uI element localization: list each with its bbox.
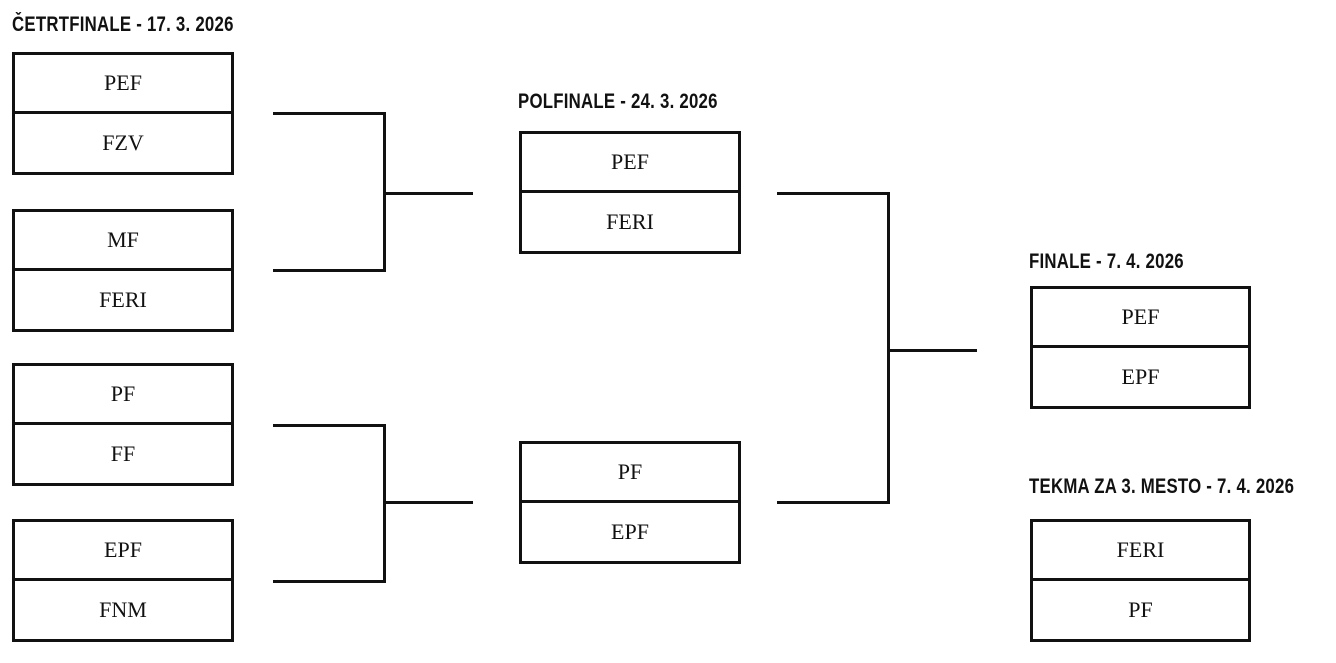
match-slot-bottom[interactable]: PF xyxy=(1128,596,1153,622)
match-slot-bottom[interactable]: EPF xyxy=(1121,363,1160,389)
match-final[interactable]: PEF EPF xyxy=(1030,286,1251,409)
match-slot-top[interactable]: PEF xyxy=(522,134,738,193)
connector-qf4-horizontal xyxy=(273,580,386,583)
connector-qf-upper-output xyxy=(383,192,473,195)
match-slot-top[interactable]: PEF xyxy=(1033,289,1248,348)
connector-qf1-horizontal xyxy=(273,112,386,115)
match-slot-top[interactable]: PF xyxy=(522,444,738,503)
connector-qf3-horizontal xyxy=(273,424,386,427)
match-third-place[interactable]: FERI PF xyxy=(1030,519,1251,642)
match-slot-bottom[interactable]: EPF xyxy=(611,518,649,544)
match-slot-top[interactable]: MF xyxy=(15,212,231,271)
connector-final-output xyxy=(887,349,977,352)
connector-sf1-horizontal xyxy=(777,192,890,195)
match-quarterfinal-2[interactable]: MF FERI xyxy=(12,209,234,332)
match-slot-bottom[interactable]: FF xyxy=(110,440,136,466)
round-title-final: FINALE - 7. 4. 2026 xyxy=(1029,250,1184,273)
match-slot-bottom[interactable]: FERI xyxy=(606,208,654,234)
round-title-semifinals: POLFINALE - 24. 3. 2026 xyxy=(518,90,718,113)
connector-qf2-horizontal xyxy=(273,269,386,272)
round-title-third-place: TEKMA ZA 3. MESTO - 7. 4. 2026 xyxy=(1029,475,1295,498)
match-slot-top[interactable]: PF xyxy=(15,366,231,425)
match-slot-bottom[interactable]: FERI xyxy=(99,286,147,312)
match-slot-top[interactable]: PEF xyxy=(15,55,231,114)
match-quarterfinal-4[interactable]: EPF FNM xyxy=(12,519,234,642)
match-slot-bottom[interactable]: FZV xyxy=(102,129,144,155)
match-semifinal-1[interactable]: PEF FERI xyxy=(519,131,741,254)
connector-qf-lower-output xyxy=(383,501,473,504)
match-semifinal-2[interactable]: PF EPF xyxy=(519,441,741,564)
round-title-quarterfinals: ČETRTFINALE - 17. 3. 2026 xyxy=(12,13,234,36)
match-quarterfinal-3[interactable]: PF FF xyxy=(12,363,234,486)
match-quarterfinal-1[interactable]: PEF FZV xyxy=(12,52,234,175)
connector-sf2-horizontal xyxy=(777,501,890,504)
match-slot-top[interactable]: FERI xyxy=(1033,522,1248,581)
match-slot-bottom[interactable]: FNM xyxy=(99,596,147,622)
connector-sf-vertical xyxy=(887,192,890,504)
match-slot-top[interactable]: EPF xyxy=(15,522,231,581)
